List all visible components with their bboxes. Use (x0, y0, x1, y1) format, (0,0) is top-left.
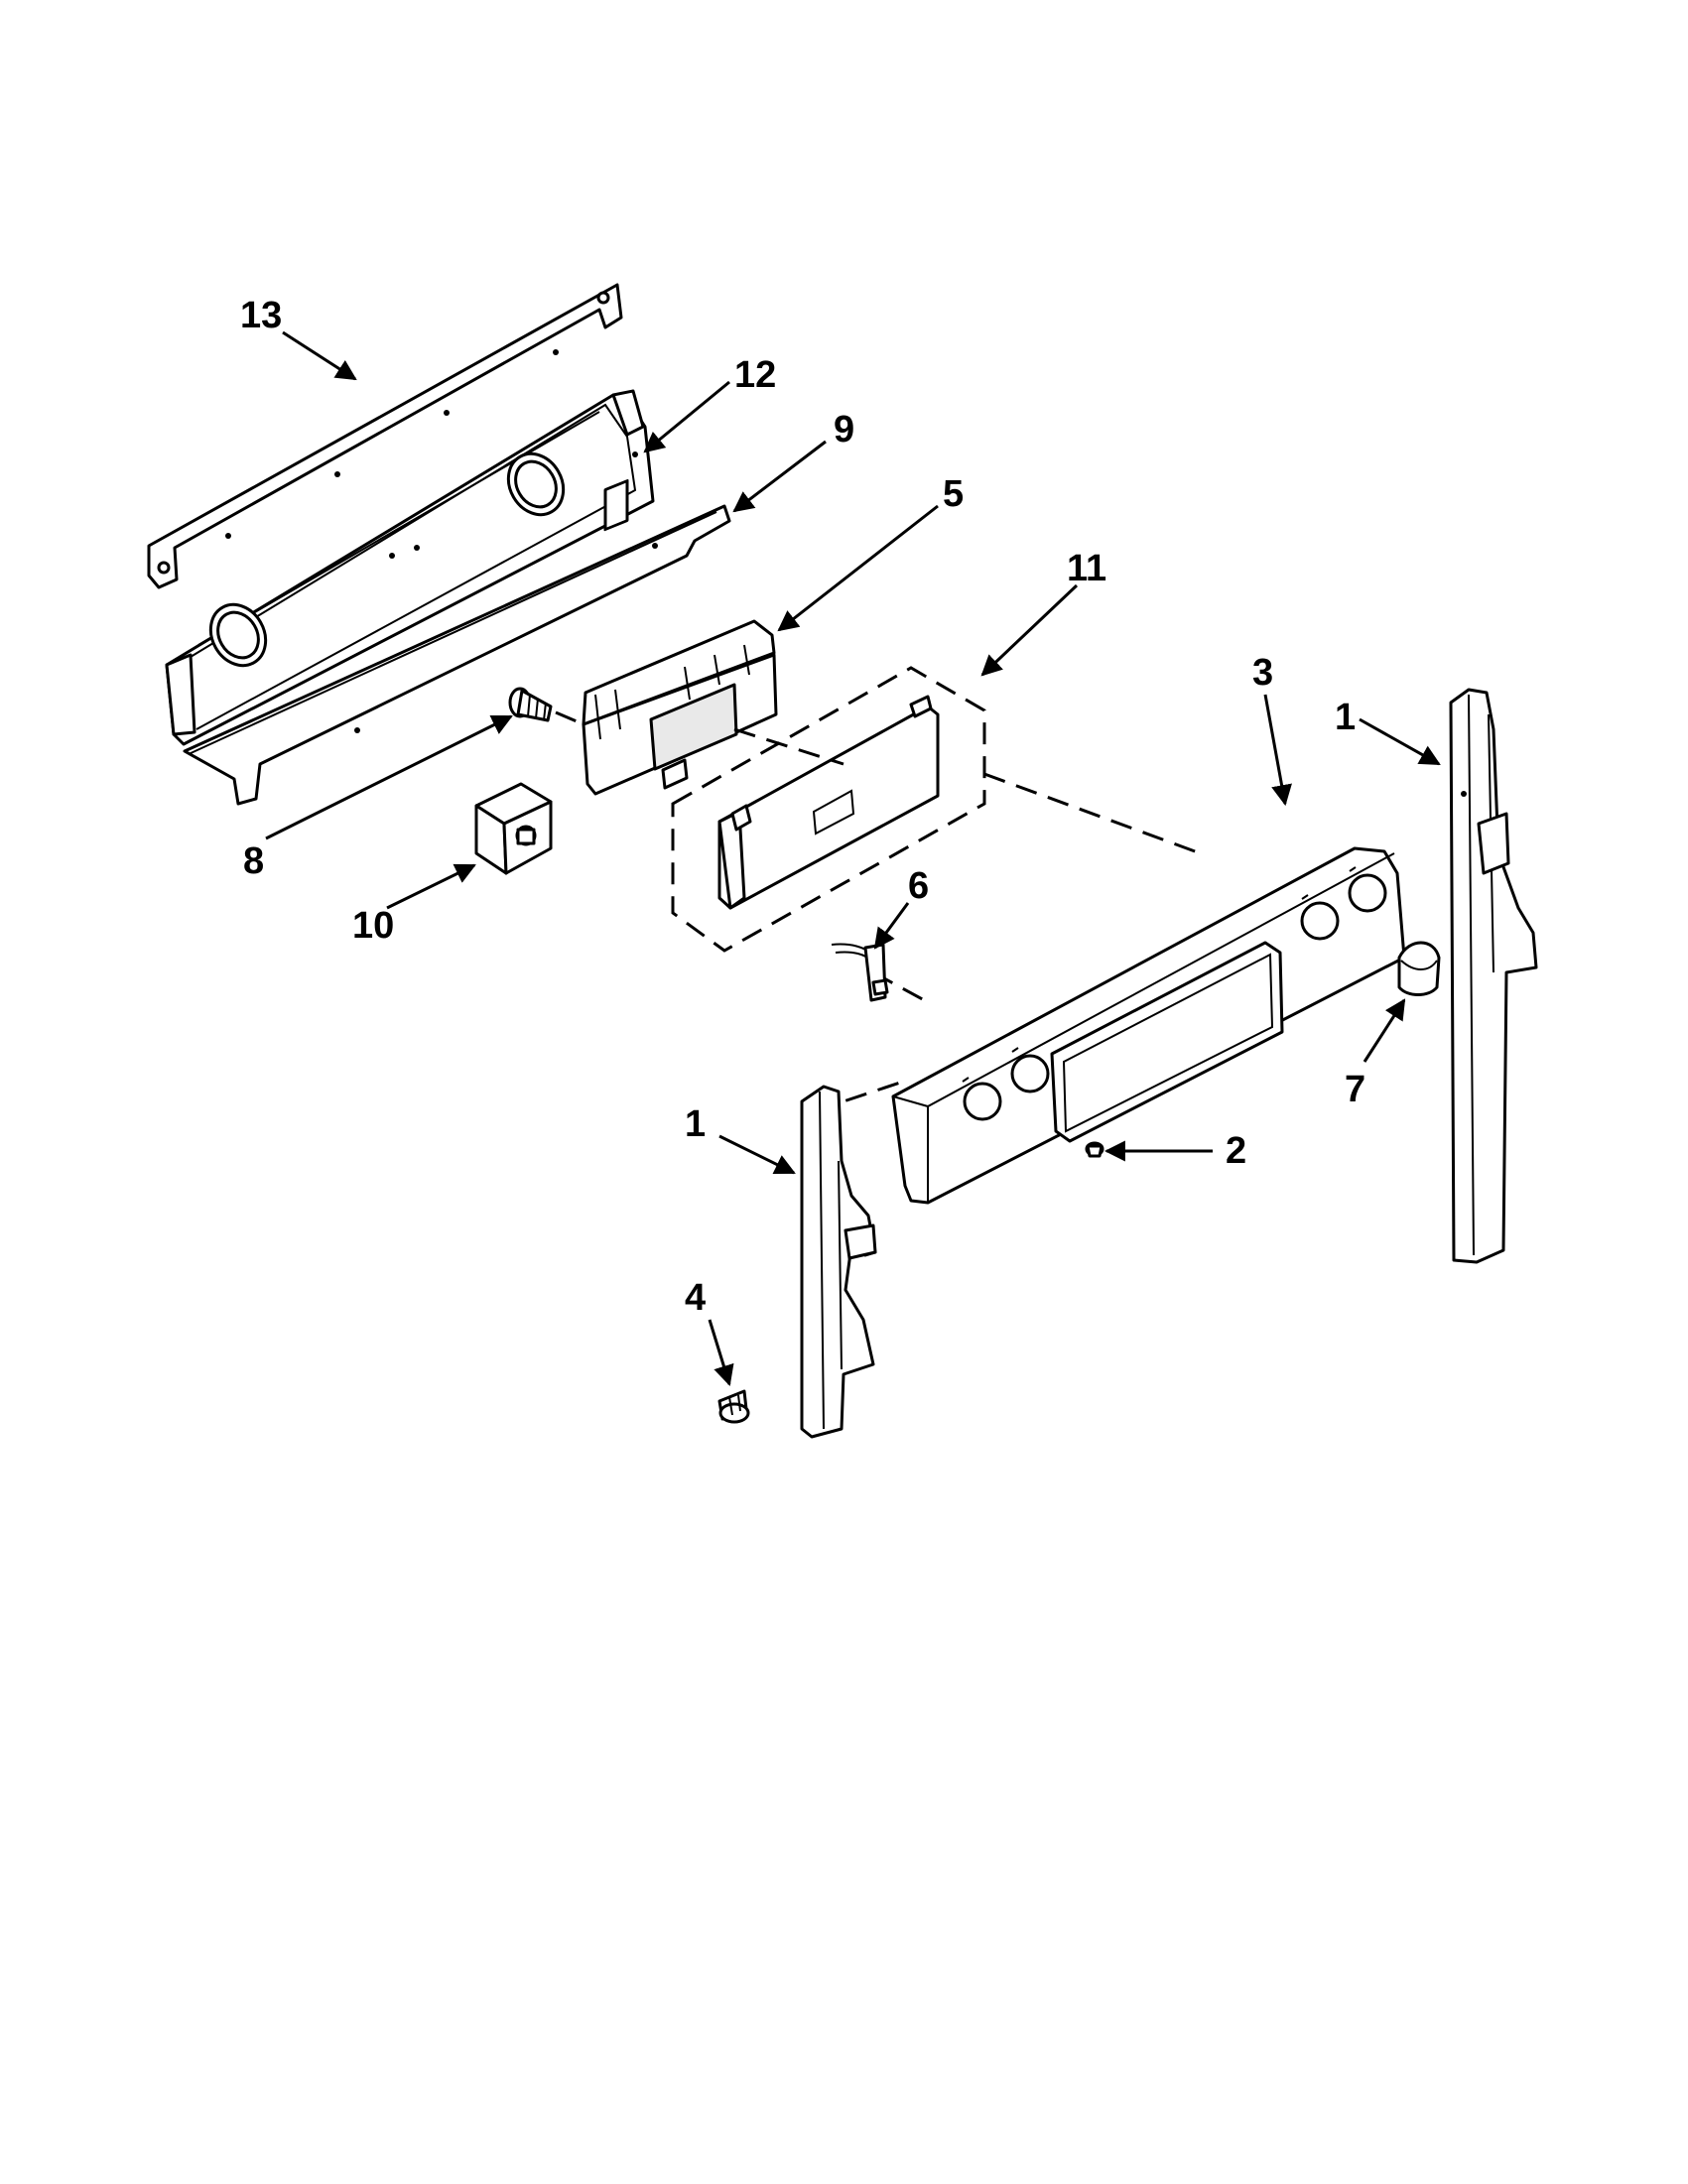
part-7-knob (1397, 941, 1441, 996)
part-2-screw (1085, 1141, 1104, 1158)
callout-1-left: 1 (685, 1103, 706, 1145)
leader-3 (1263, 694, 1292, 807)
leader-13 (282, 330, 357, 381)
callout-1-right: 1 (1335, 697, 1356, 738)
leader-8 (265, 714, 513, 840)
leader-7 (1363, 998, 1406, 1063)
callout-8: 8 (243, 840, 264, 882)
leader-4 (708, 1319, 734, 1387)
leader-12 (643, 380, 730, 453)
part-1-side-trim-right (1449, 688, 1538, 1264)
leader-6 (873, 902, 910, 950)
leader-5 (777, 504, 939, 632)
callout-7: 7 (1345, 1069, 1365, 1110)
callout-9: 9 (834, 409, 854, 450)
part-11-overlay-assembly (671, 666, 986, 953)
callout-11: 11 (1067, 548, 1106, 589)
callout-3: 3 (1252, 652, 1273, 694)
callout-10: 10 (352, 905, 394, 947)
callout-2: 2 (1226, 1130, 1246, 1172)
callout-6: 6 (908, 865, 929, 907)
assembly-line-screw (555, 710, 584, 726)
part-13-trim-strip (147, 283, 623, 589)
leader-11 (980, 583, 1079, 677)
leader-10 (386, 863, 476, 910)
leader-1-right (1359, 717, 1441, 766)
part-3-control-console (891, 846, 1406, 1205)
callout-12: 12 (734, 354, 776, 396)
part-5-control-board (582, 479, 778, 796)
callout-5: 5 (943, 473, 964, 515)
callout-4: 4 (685, 1277, 706, 1319)
part-10-switch (474, 782, 553, 875)
part-12-control-housing (165, 389, 655, 746)
part-9-bracket-strip (183, 504, 731, 806)
assembly-line-board (733, 727, 844, 766)
leader-9 (732, 440, 827, 513)
part-4-screw (717, 1389, 750, 1424)
part-6-wire-harness (831, 943, 889, 1002)
part-1-side-trim-left (800, 1085, 877, 1439)
part-8-screw (508, 687, 553, 722)
callout-13: 13 (240, 295, 282, 336)
assembly-line-overlay (983, 772, 1207, 857)
leader-1-left (718, 1134, 796, 1175)
